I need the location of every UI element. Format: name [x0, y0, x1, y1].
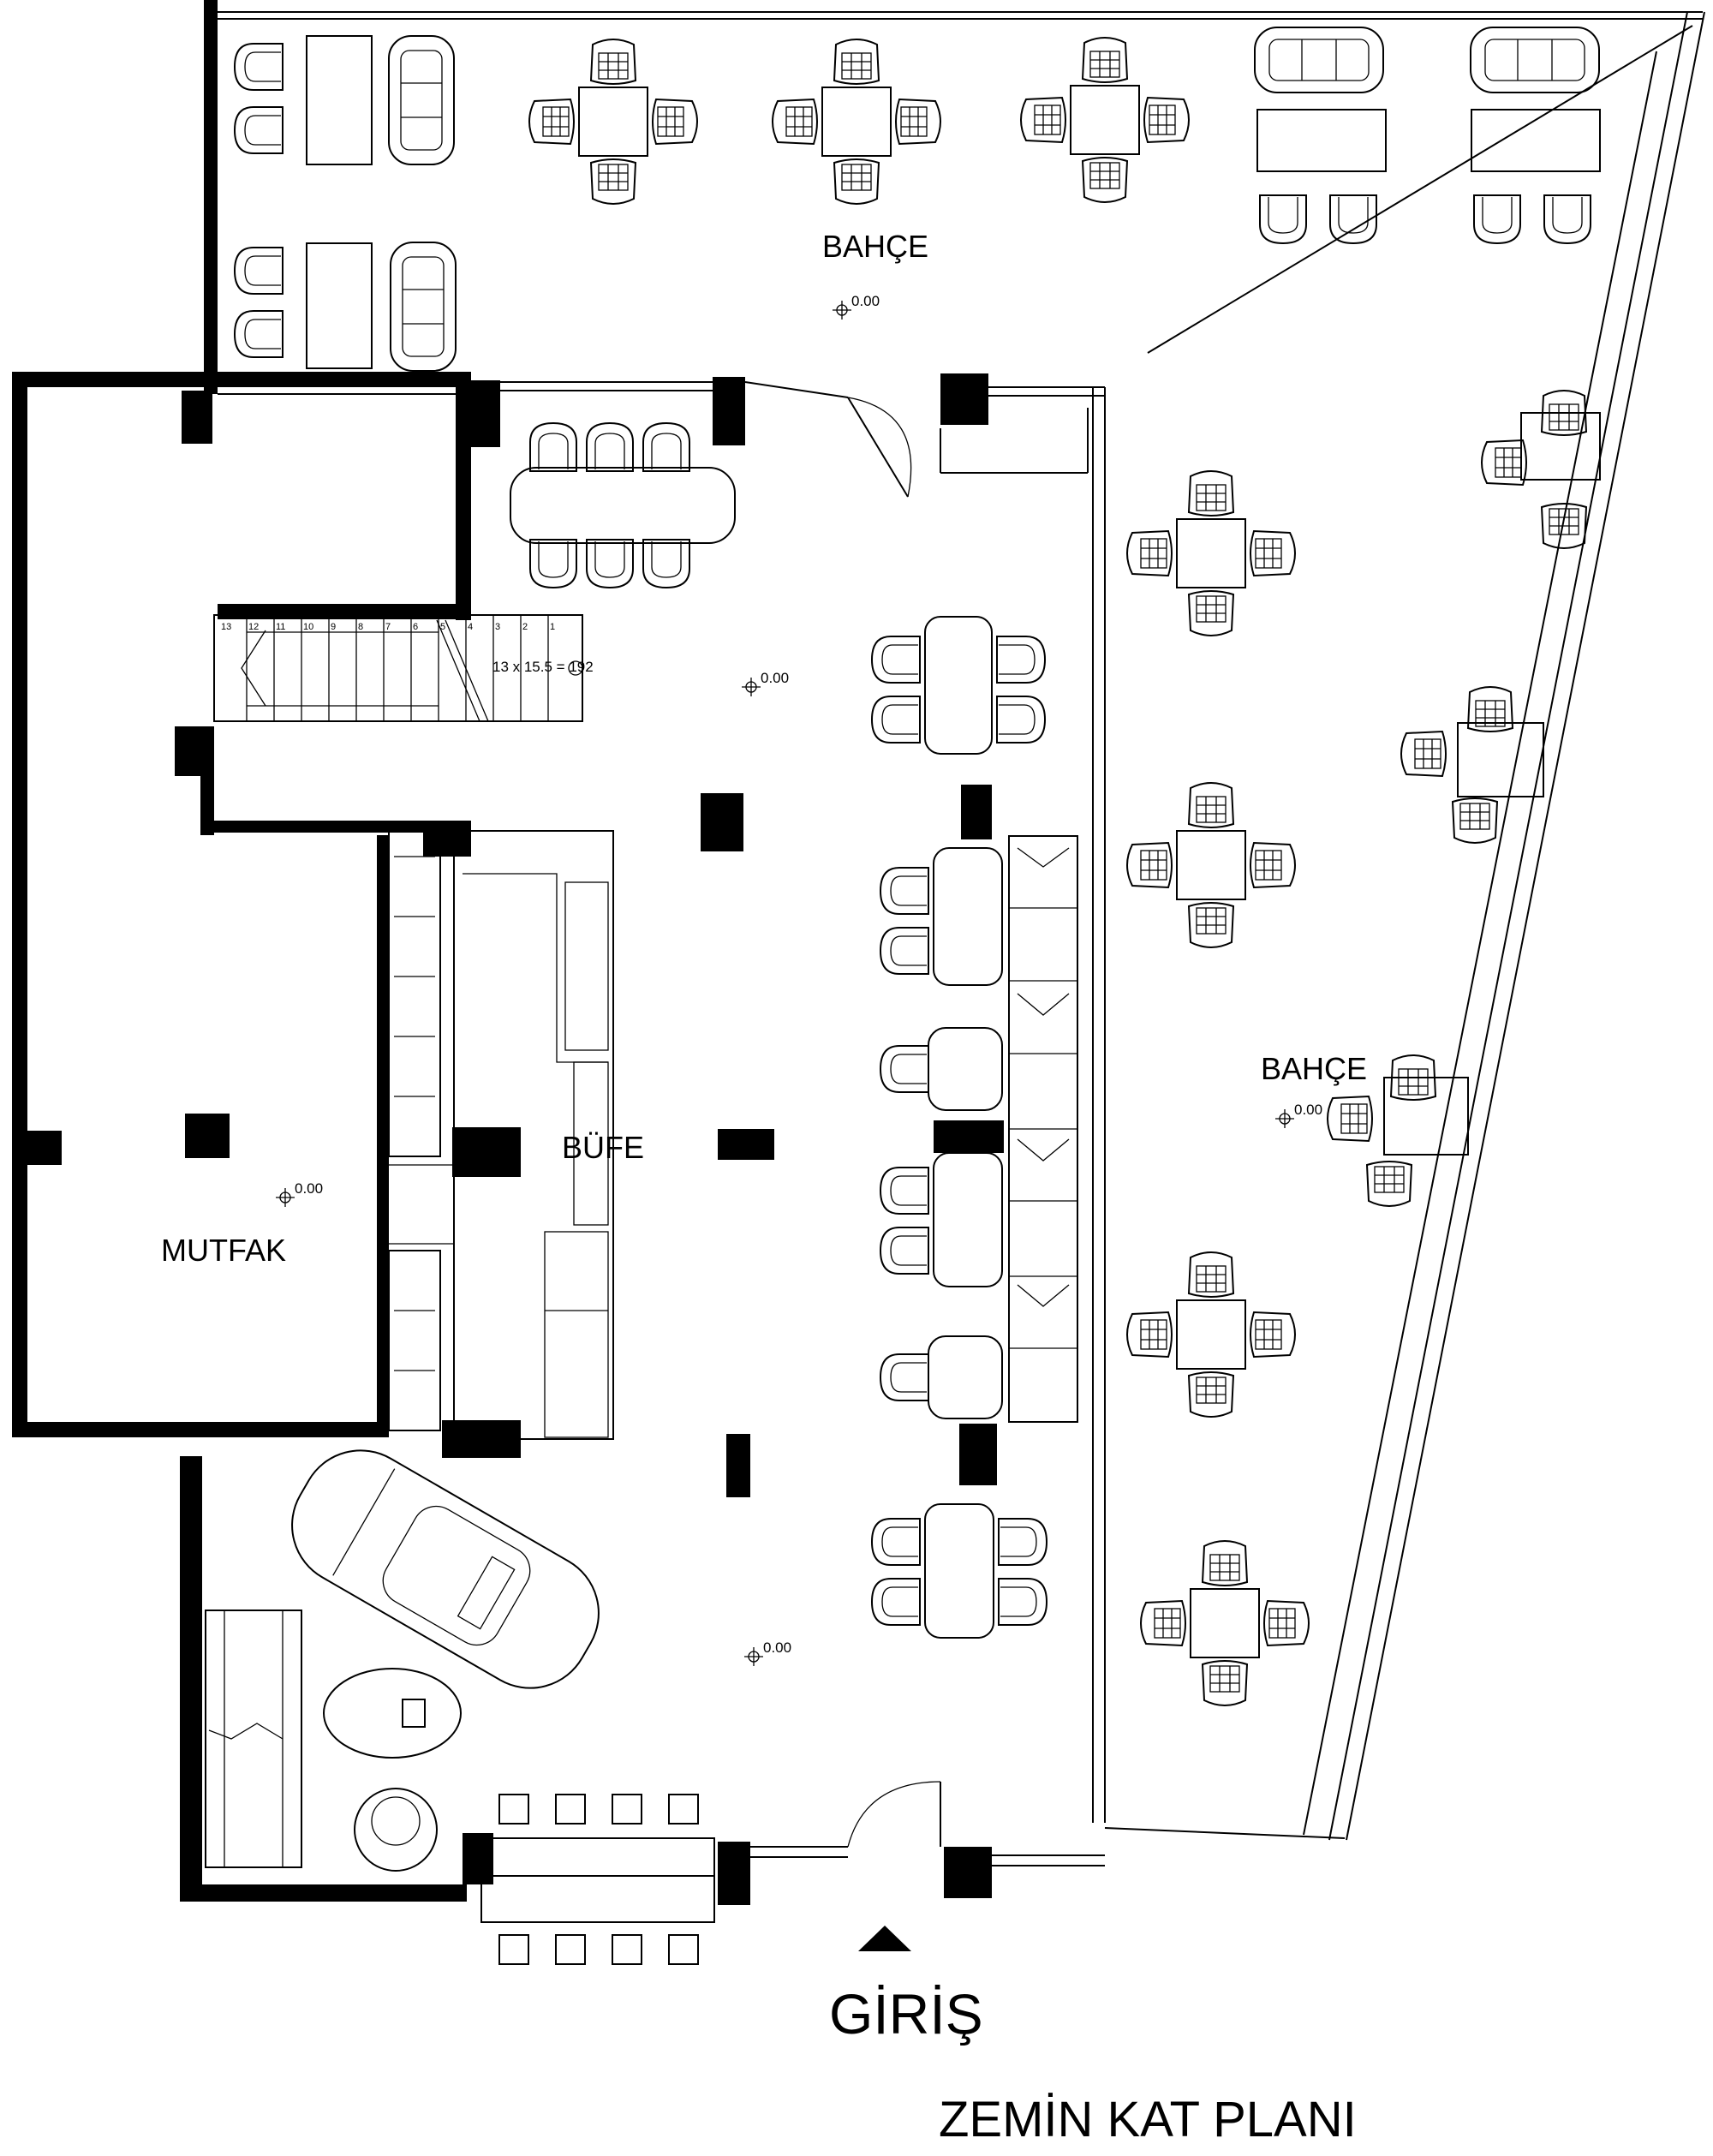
door-top: [847, 397, 912, 498]
coffee-table: [323, 1668, 462, 1759]
garden-table-3: [1021, 38, 1189, 202]
stair-step-number: 8: [358, 622, 363, 632]
bar-counter: [480, 1794, 715, 1965]
garden-table-9: [1400, 686, 1544, 844]
garden-lounge-3: [1254, 27, 1387, 244]
garden-table-5: [1127, 783, 1295, 947]
svg-text:0.00: 0.00: [761, 670, 789, 686]
garden-table-2: [773, 39, 940, 204]
label-buffet: BÜFE: [562, 1130, 644, 1165]
car-display: [291, 1449, 600, 1689]
stair-note: 13 x 15.5 = 192: [492, 659, 594, 675]
stair-step-number: 7: [385, 622, 391, 632]
garden-table-6: [1127, 1252, 1295, 1417]
stair-step-number: 10: [303, 622, 313, 632]
stair-step-number: 4: [468, 622, 473, 632]
long-table: [510, 422, 736, 588]
stair-step-number: 13: [221, 622, 231, 632]
door-bottom: [847, 1781, 941, 1848]
garden-lounge-2: [234, 242, 457, 372]
garden-table-8: [1481, 390, 1601, 549]
stair-step-number: 5: [440, 622, 445, 632]
garden-table-4: [1127, 471, 1295, 636]
lounge-chair: [354, 1788, 438, 1872]
plan-title: ZEMİN KAT PLANI: [939, 2092, 1357, 2147]
stair-step-number: 1: [550, 622, 555, 632]
glazing: [500, 381, 1106, 1866]
garden-table-7: [1141, 1541, 1309, 1705]
elevation-marker: 0.00: [743, 1639, 791, 1667]
label-garden-top: BAHÇE: [822, 229, 928, 264]
table-interior-4: [880, 1152, 1003, 1287]
banquette-bench: [1008, 835, 1078, 1423]
buffet-counter: [388, 830, 614, 1440]
table-interior-5: [880, 1335, 1003, 1419]
svg-text:0.00: 0.00: [295, 1180, 323, 1197]
table-interior-6: [871, 1503, 1047, 1639]
stair-step-number: 11: [276, 622, 285, 632]
garden-table-1: [529, 39, 697, 204]
table-interior-1: [871, 616, 1046, 755]
staircase: 13 x 15.5 = 192: [213, 614, 594, 722]
stair-step-number: 9: [331, 622, 336, 632]
elevation-marker: 0.00: [275, 1180, 323, 1208]
svg-text:0.00: 0.00: [763, 1639, 791, 1656]
stair-step-number: 12: [248, 622, 259, 632]
svg-text:0.00: 0.00: [1294, 1102, 1322, 1118]
garden-lounge-4: [1470, 27, 1601, 244]
table-interior-2: [880, 847, 1003, 986]
wall-outline: [12, 0, 1004, 1905]
table-interior-3: [880, 1027, 1003, 1111]
label-kitchen: MUTFAK: [161, 1233, 286, 1268]
svg-text:0.00: 0.00: [851, 293, 880, 309]
lounge-sofa: [205, 1610, 302, 1868]
elevation-marker: 0.00: [1274, 1102, 1322, 1129]
label-entrance: GİRİŞ: [829, 1982, 983, 2046]
garden-boundary: [218, 11, 1705, 1841]
elevation-marker: 0.00: [741, 670, 789, 697]
label-garden-right: BAHÇE: [1261, 1051, 1367, 1086]
stair-step-number: 6: [413, 622, 418, 632]
elevation-marker: 0.00: [832, 293, 880, 320]
garden-table-10: [1327, 1054, 1469, 1207]
stair-step-number: 2: [522, 622, 528, 632]
garden-lounge-1: [234, 35, 455, 165]
stair-step-number: 3: [495, 622, 500, 632]
entrance-arrow-icon: [858, 1926, 911, 1951]
